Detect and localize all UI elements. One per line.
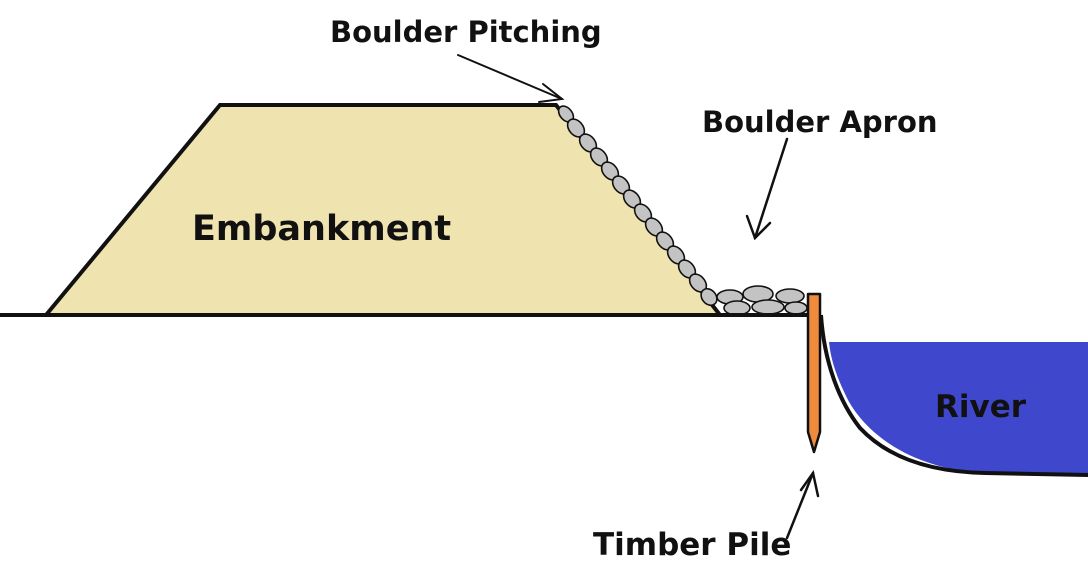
arrow-pitching-icon — [457, 54, 565, 103]
arrow-apron-icon — [745, 137, 789, 241]
boulder-apron-label: Boulder Apron — [702, 105, 938, 139]
river-water — [829, 342, 1088, 475]
boulder-pitching-label: Boulder Pitching — [330, 15, 602, 49]
timber-pile-label: Timber Pile — [593, 527, 792, 563]
timber-pile — [806, 292, 822, 454]
boulder-apron — [716, 285, 808, 316]
embankment-label: Embankment — [192, 209, 452, 249]
boulder-pitching — [557, 105, 718, 307]
arrow-pile-icon — [785, 469, 820, 540]
river-bank-line — [819, 314, 1088, 477]
river-label: River — [935, 389, 1027, 425]
